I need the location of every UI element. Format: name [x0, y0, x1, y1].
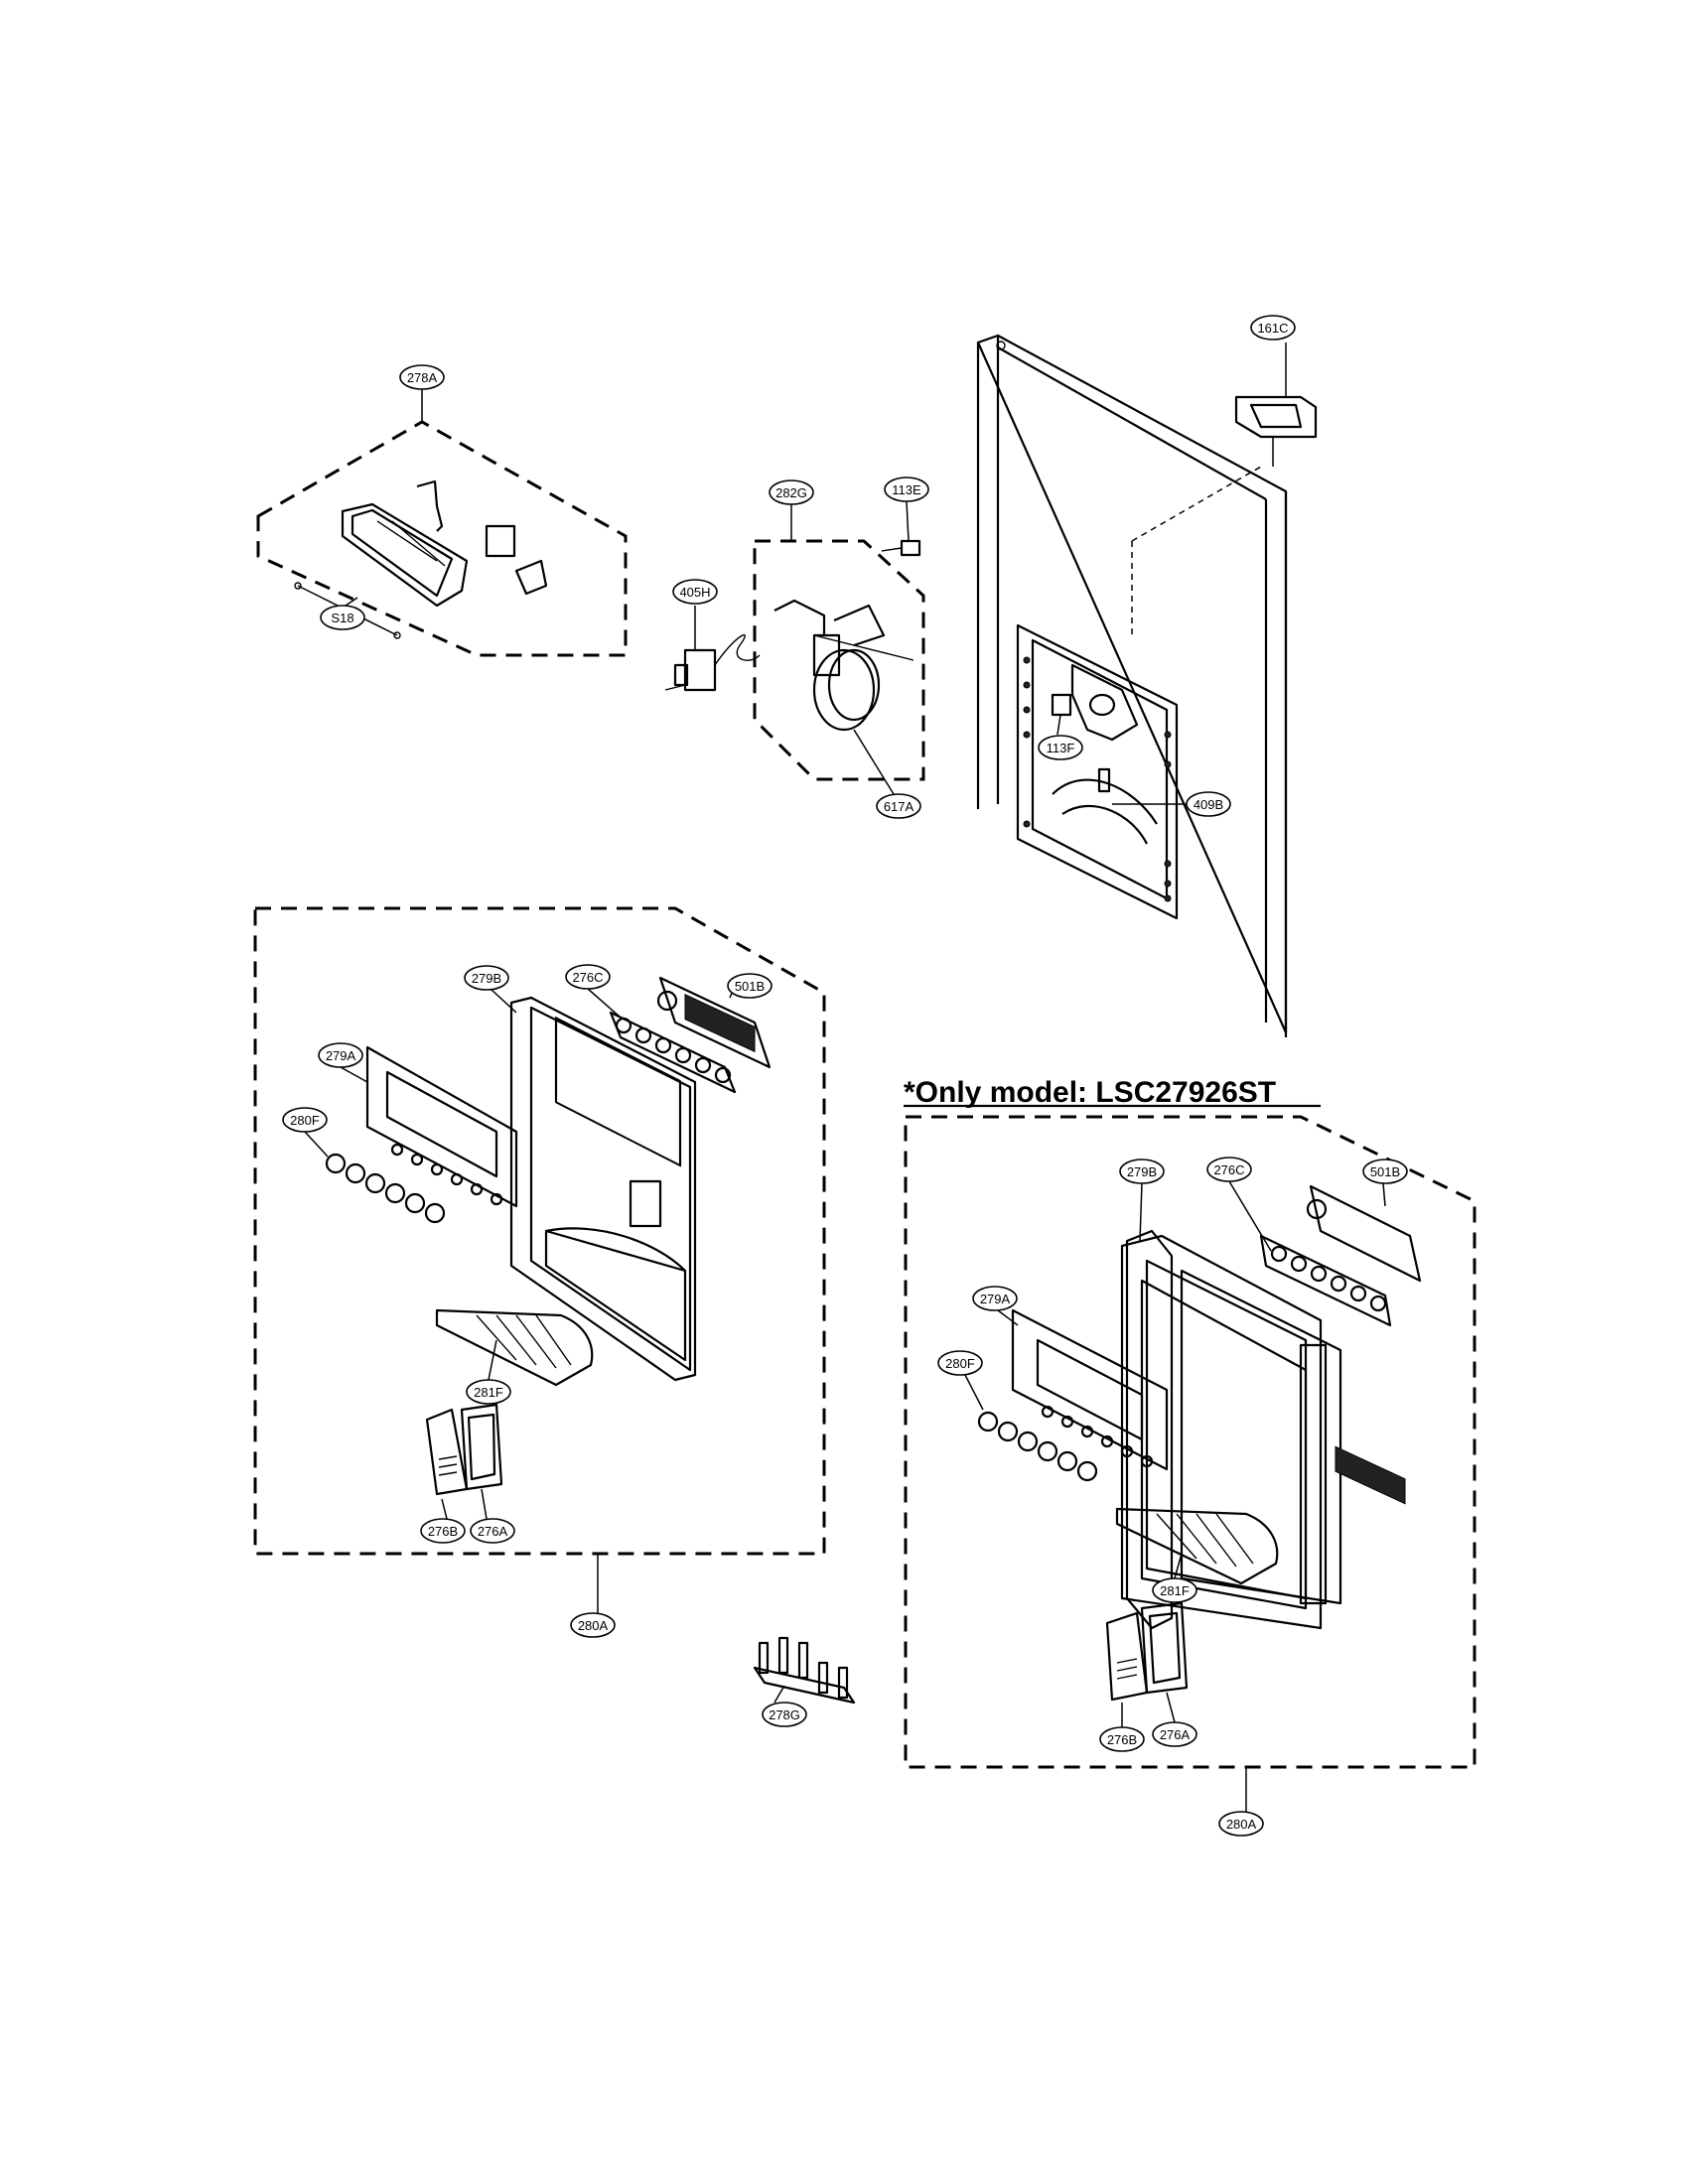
- svg-text:161C: 161C: [1257, 321, 1288, 336]
- control-overlay-279A-alt: [1011, 1308, 1169, 1471]
- svg-text:501B: 501B: [1370, 1164, 1400, 1179]
- svg-text:279B: 279B: [472, 971, 501, 986]
- dispenser-housing-part: [341, 479, 548, 608]
- svg-text:409B: 409B: [1194, 797, 1223, 812]
- assembly-280A-right: [904, 1115, 1477, 1812]
- cover-276B-alt: [1105, 1611, 1149, 1702]
- callout-113E: 113E: [884, 477, 929, 502]
- callout-278A: 278A: [399, 364, 445, 390]
- svg-text:113E: 113E: [892, 482, 921, 497]
- screw-113E: [881, 539, 921, 557]
- svg-text:279A: 279A: [980, 1292, 1011, 1306]
- callout-280F-right: 280F: [937, 1350, 983, 1376]
- assembly-280A-left: [253, 906, 826, 1613]
- drip-tray-281F: [435, 1308, 594, 1387]
- callout-280A-left: 280A: [570, 1612, 616, 1638]
- svg-text:278G: 278G: [769, 1707, 800, 1722]
- callout-276B-right: 276B: [1099, 1726, 1145, 1752]
- svg-text:281F: 281F: [1160, 1583, 1190, 1598]
- callout-501B-left: 501B: [727, 973, 773, 999]
- callout-282G: 282G: [769, 479, 814, 505]
- buttons-280F-alt: [977, 1411, 1098, 1482]
- dispenser-frame-279B-alt: [1120, 1229, 1342, 1630]
- svg-text:501B: 501B: [735, 979, 765, 994]
- callout-276A-left: 276A: [470, 1518, 515, 1544]
- callout-S18: S18: [320, 605, 365, 630]
- callout-280F-left: 280F: [282, 1107, 328, 1133]
- switch-405H: [664, 634, 761, 692]
- callout-405H: 405H: [672, 579, 718, 605]
- svg-text:276C: 276C: [1213, 1162, 1244, 1177]
- svg-text:617A: 617A: [884, 799, 914, 814]
- svg-text:S18: S18: [331, 611, 353, 625]
- svg-text:276B: 276B: [428, 1524, 458, 1539]
- refrigerator-door: [976, 334, 1288, 1037]
- svg-text:276B: 276B: [1107, 1732, 1137, 1747]
- callout-279B-right: 279B: [1119, 1159, 1165, 1184]
- control-overlay-279A: [365, 1045, 518, 1208]
- callout-279B-left: 279B: [464, 965, 509, 991]
- buttons-280F: [325, 1153, 446, 1224]
- callout-161C: 161C: [1250, 315, 1296, 341]
- button-strip-276C: [609, 1011, 737, 1094]
- svg-text:280A: 280A: [578, 1618, 609, 1633]
- bracket-276A: [460, 1403, 503, 1491]
- svg-text:278A: 278A: [407, 370, 438, 385]
- svg-text:113F: 113F: [1047, 741, 1075, 755]
- callout-281F-right: 281F: [1152, 1577, 1197, 1603]
- svg-text:280A: 280A: [1226, 1817, 1257, 1832]
- callout-280A-right: 280A: [1218, 1811, 1264, 1837]
- callout-279A-left: 279A: [318, 1042, 363, 1068]
- leader-lines: [304, 342, 1386, 1727]
- bracket-276A-alt: [1140, 1601, 1189, 1695]
- callout-409B: 409B: [1186, 791, 1231, 817]
- display-501B: [656, 976, 772, 1069]
- svg-text:280F: 280F: [290, 1113, 320, 1128]
- dispenser-cavity: [1016, 623, 1179, 920]
- callout-276B-left: 276B: [420, 1518, 466, 1544]
- svg-text:280F: 280F: [945, 1356, 975, 1371]
- motor-617A: [774, 599, 914, 732]
- callout-276C-left: 276C: [565, 964, 611, 990]
- svg-text:276A: 276A: [1160, 1727, 1191, 1742]
- callout-276C-right: 276C: [1206, 1157, 1252, 1182]
- cap-161C: [1234, 395, 1318, 467]
- model-note: *Only model: LSC27926ST: [904, 1076, 1276, 1109]
- assembly-278A: [256, 420, 628, 657]
- svg-text:281F: 281F: [474, 1385, 503, 1400]
- svg-text:282G: 282G: [775, 485, 807, 500]
- callout-279A-right: 279A: [972, 1286, 1018, 1311]
- callout-281F-left: 281F: [466, 1379, 511, 1405]
- svg-text:405H: 405H: [679, 585, 710, 600]
- cavity-screws: [1023, 656, 1172, 902]
- callout-501B-right: 501B: [1362, 1159, 1408, 1184]
- drip-tray-281F-alt: [1115, 1507, 1279, 1585]
- dispenser-frame-279B: [509, 996, 697, 1382]
- bracket-278G: [753, 1636, 856, 1705]
- svg-text:276A: 276A: [478, 1524, 508, 1539]
- callout-278G: 278G: [762, 1702, 807, 1727]
- display-501B-alt: [1306, 1184, 1422, 1505]
- svg-text:279A: 279A: [326, 1048, 356, 1063]
- callout-113F: 113F: [1038, 735, 1083, 760]
- button-strip-276C-alt: [1259, 1234, 1392, 1327]
- assembly-282G: [664, 539, 925, 781]
- svg-text:279B: 279B: [1127, 1164, 1157, 1179]
- svg-text:276C: 276C: [572, 970, 603, 985]
- cover-276B: [425, 1408, 469, 1496]
- callout-276A-right: 276A: [1152, 1721, 1197, 1747]
- callout-617A: 617A: [876, 793, 921, 819]
